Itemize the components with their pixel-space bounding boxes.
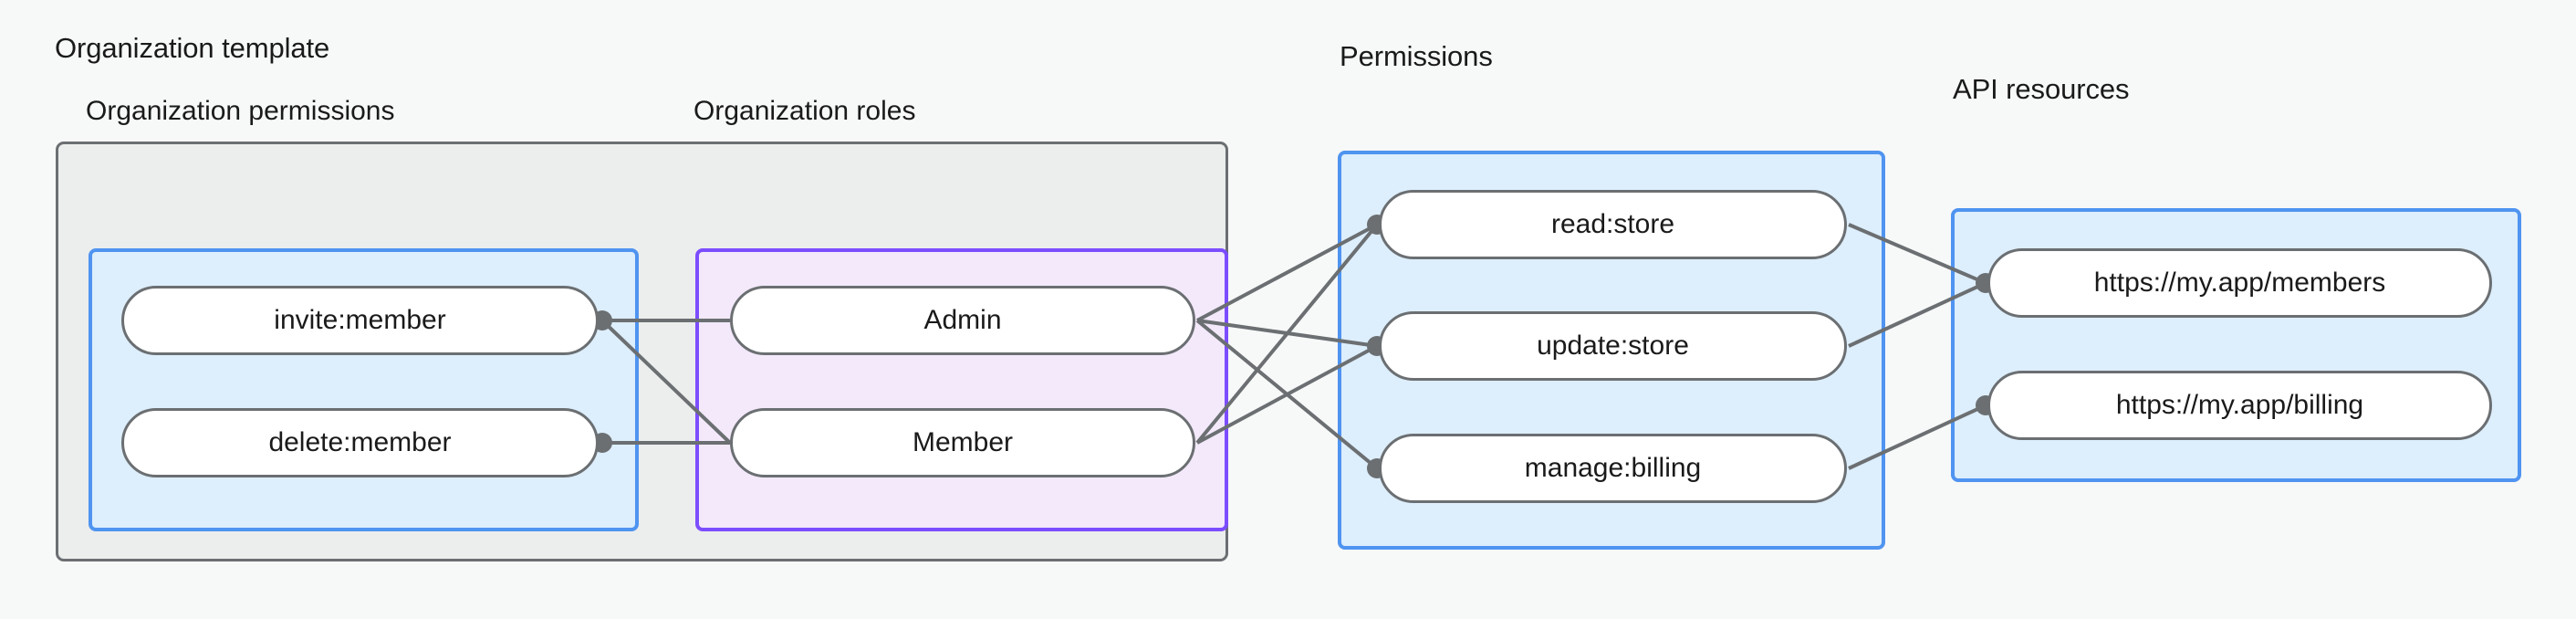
label-organization-template: Organization template [55,32,330,64]
node-invite-member[interactable]: invite:member [121,286,599,355]
label-organization-permissions: Organization permissions [86,96,395,126]
node-read-store[interactable]: read:store [1379,190,1847,259]
node-manage-billing[interactable]: manage:billing [1379,434,1847,503]
node-member[interactable]: Member [730,408,1195,477]
node-update-store[interactable]: update:store [1379,311,1847,381]
label-permissions: Permissions [1340,40,1493,72]
node-members-url[interactable]: https://my.app/members [1987,248,2492,318]
node-billing-url[interactable]: https://my.app/billing [1987,371,2492,440]
node-admin[interactable]: Admin [730,286,1195,355]
label-api-resources: API resources [1953,73,2130,105]
label-organization-roles: Organization roles [694,96,916,126]
node-delete-member[interactable]: delete:member [121,408,599,477]
